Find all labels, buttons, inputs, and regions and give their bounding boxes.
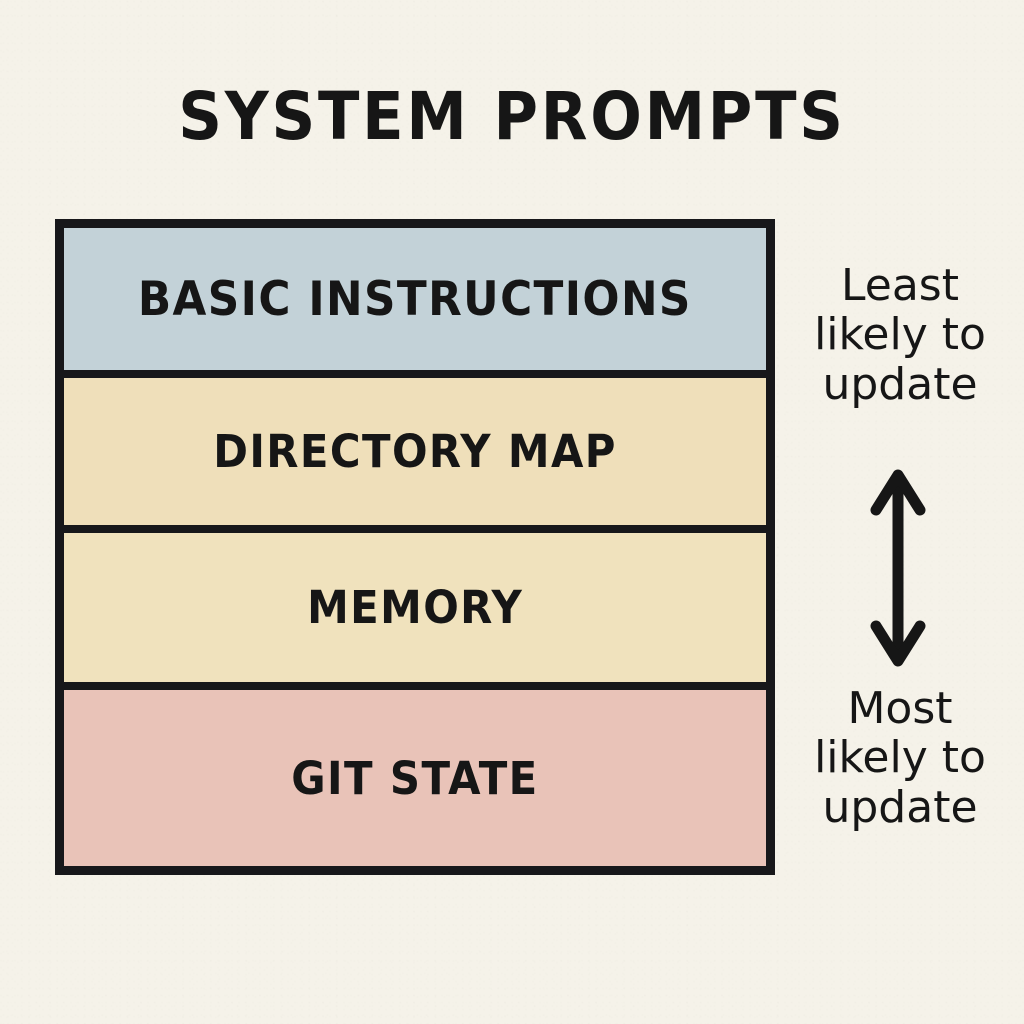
stack-layer-label: MEMORY xyxy=(306,581,524,634)
stack-layer-basic-instructions[interactable]: BASIC INSTRUCTIONS xyxy=(64,228,766,378)
most-likely-to-update-label: Most likely to update xyxy=(814,683,986,833)
update-frequency-annotations: Least likely to update Most likely to up… xyxy=(790,219,1010,875)
stack-layer-label: DIRECTORY MAP xyxy=(213,425,617,478)
stack-layer-label: GIT STATE xyxy=(291,751,539,805)
system-prompt-stack: BASIC INSTRUCTIONS DIRECTORY MAP MEMORY … xyxy=(55,219,775,875)
stack-layer-git-state[interactable]: GIT STATE xyxy=(64,690,766,866)
stack-layer-directory-map[interactable]: DIRECTORY MAP xyxy=(64,378,766,533)
page-title: SYSTEM PROMPTS xyxy=(178,78,846,155)
least-likely-to-update-label: Least likely to update xyxy=(814,260,986,410)
stack-layer-memory[interactable]: MEMORY xyxy=(64,533,766,690)
double-headed-arrow-icon xyxy=(870,469,926,667)
stack-layer-label: BASIC INSTRUCTIONS xyxy=(138,271,692,327)
